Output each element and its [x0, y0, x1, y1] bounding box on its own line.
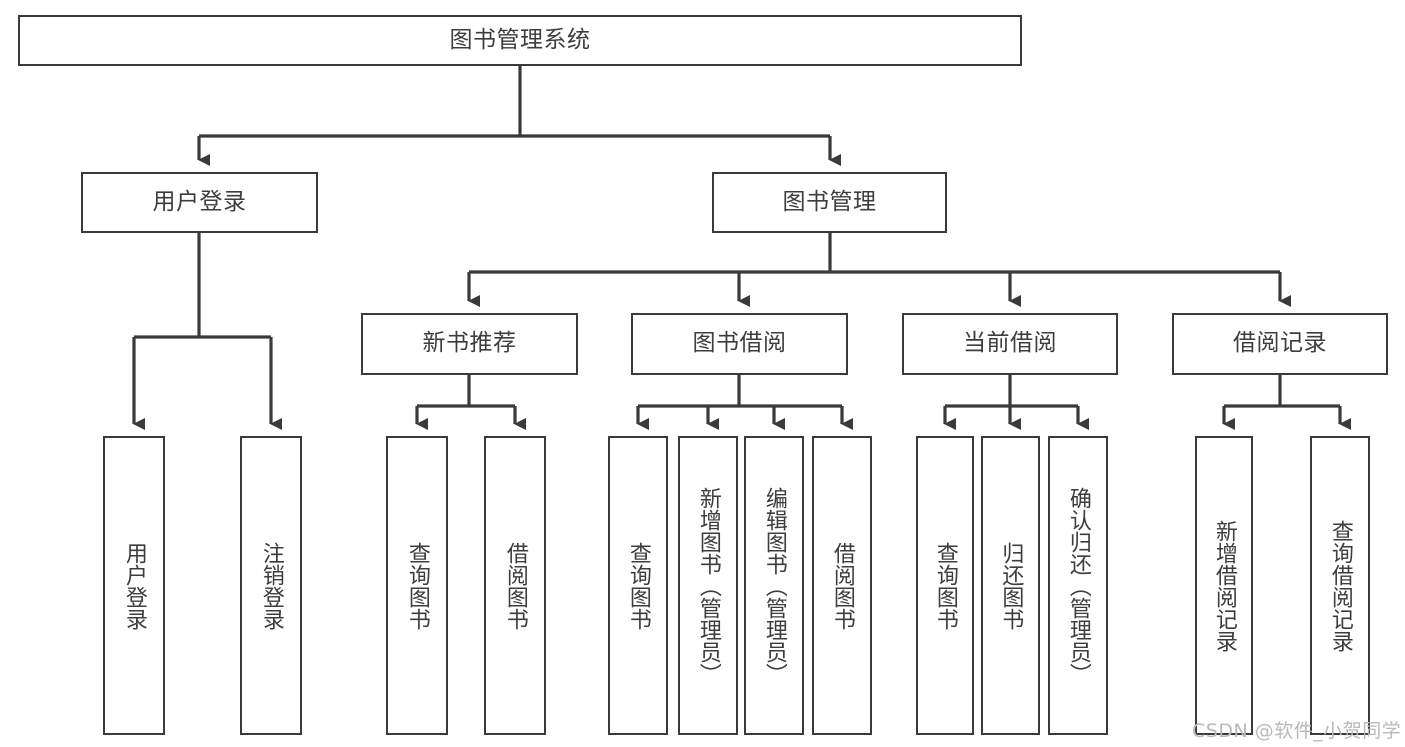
- node-leaf-confirm-return-label: 确认归还（管理员）: [1065, 486, 1091, 685]
- node-leaf-borrow-book-2[interactable]: 借阅图书: [812, 436, 872, 735]
- node-book-manage-label: 图书管理: [782, 188, 877, 215]
- node-borrow-record-label: 借阅记录: [1233, 330, 1327, 357]
- node-user-login-label: 用户登录: [152, 188, 247, 215]
- node-leaf-confirm-return[interactable]: 确认归还（管理员）: [1048, 436, 1108, 735]
- node-root-label: 图书管理系统: [449, 26, 591, 53]
- node-leaf-borrow-book-1-label: 借阅图书: [502, 541, 528, 630]
- node-leaf-logout[interactable]: 注销登录: [240, 436, 302, 735]
- node-book-manage[interactable]: 图书管理: [712, 172, 947, 233]
- node-leaf-user-login-label: 用户登录: [121, 541, 147, 630]
- node-leaf-borrow-book-2-label: 借阅图书: [829, 541, 855, 630]
- node-leaf-add-record-label: 新增借阅记录: [1211, 519, 1237, 652]
- node-leaf-edit-book-label: 编辑图书（管理员）: [761, 486, 787, 685]
- node-leaf-return-book[interactable]: 归还图书: [981, 436, 1040, 735]
- node-root[interactable]: 图书管理系统: [18, 15, 1022, 66]
- node-leaf-add-book[interactable]: 新增图书（管理员）: [678, 436, 738, 735]
- node-leaf-borrow-book-1[interactable]: 借阅图书: [484, 436, 546, 735]
- node-user-login[interactable]: 用户登录: [81, 172, 318, 233]
- node-new-book-recommend-label: 新书推荐: [422, 330, 517, 357]
- node-leaf-query-book-3-label: 查询图书: [932, 541, 958, 630]
- node-current-borrow[interactable]: 当前借阅: [902, 313, 1118, 375]
- node-leaf-add-book-label: 新增图书（管理员）: [695, 486, 721, 685]
- node-leaf-query-book-3[interactable]: 查询图书: [916, 436, 974, 735]
- node-leaf-query-record-label: 查询借阅记录: [1327, 519, 1353, 652]
- node-leaf-edit-book[interactable]: 编辑图书（管理员）: [744, 436, 804, 735]
- node-leaf-query-book-1[interactable]: 查询图书: [386, 436, 448, 735]
- node-leaf-logout-label: 注销登录: [258, 541, 284, 630]
- node-new-book-recommend[interactable]: 新书推荐: [361, 313, 578, 375]
- node-leaf-add-record[interactable]: 新增借阅记录: [1195, 436, 1253, 735]
- node-borrow-record[interactable]: 借阅记录: [1172, 313, 1388, 375]
- node-leaf-query-book-2-label: 查询图书: [625, 541, 651, 630]
- node-current-borrow-label: 当前借阅: [963, 330, 1057, 357]
- watermark: CSDN @软件_小贺同学: [1192, 720, 1402, 742]
- node-leaf-query-book-1-label: 查询图书: [404, 541, 430, 630]
- node-book-borrow[interactable]: 图书借阅: [631, 313, 848, 375]
- node-leaf-query-record[interactable]: 查询借阅记录: [1310, 436, 1370, 735]
- node-leaf-return-book-label: 归还图书: [998, 541, 1024, 630]
- node-leaf-user-login[interactable]: 用户登录: [103, 436, 165, 735]
- node-book-borrow-label: 图书借阅: [692, 330, 787, 357]
- node-leaf-query-book-2[interactable]: 查询图书: [608, 436, 668, 735]
